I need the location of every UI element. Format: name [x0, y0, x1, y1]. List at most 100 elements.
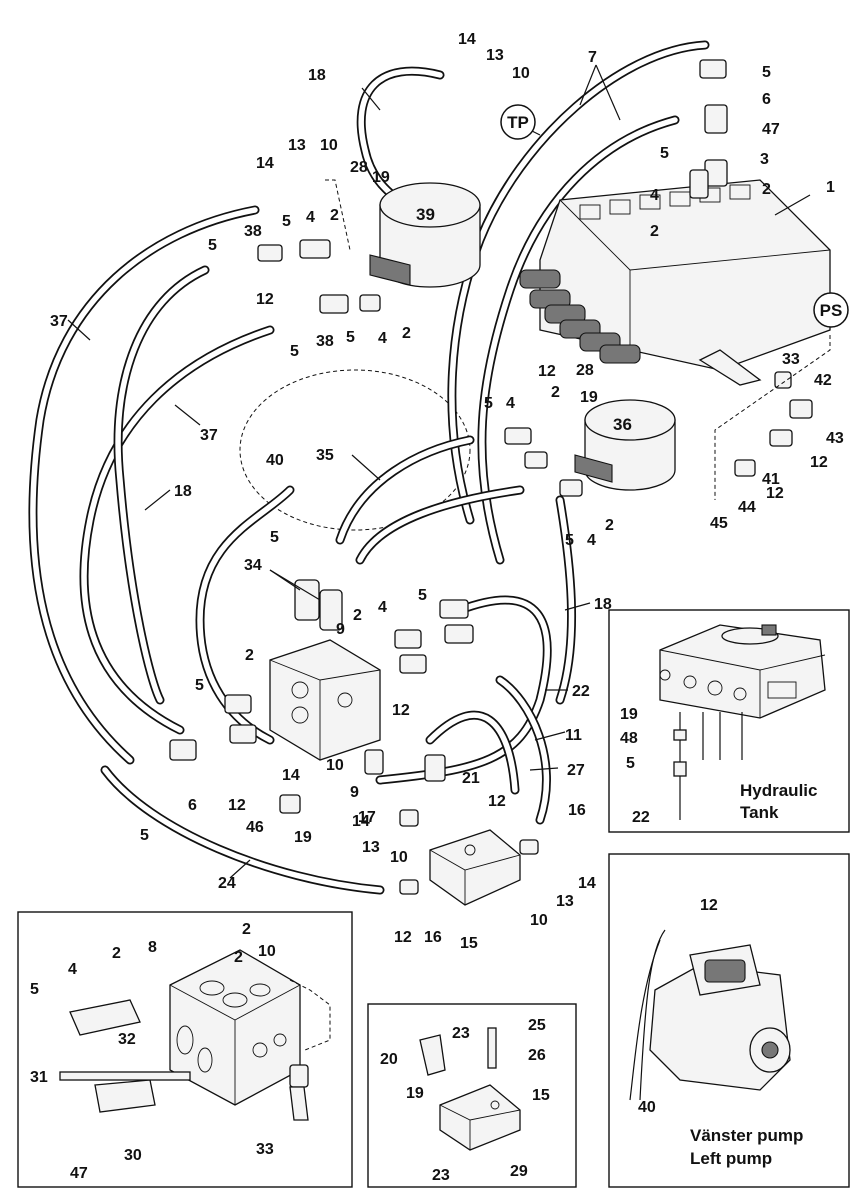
callout-13: 13	[486, 47, 504, 64]
ps-marker: PS	[813, 292, 849, 328]
callout-4: 4	[650, 187, 659, 204]
callout-6: 6	[188, 797, 197, 814]
distribution-manifold	[269, 639, 381, 761]
callout-12: 12	[394, 929, 412, 946]
callout-35: 35	[316, 447, 334, 464]
callout-27: 27	[567, 762, 585, 779]
callout-9: 9	[350, 784, 359, 801]
inset-block-8: 8 4 2 2 2 10 5 32 31 30 47 33	[17, 911, 353, 1188]
callout-12: 12	[488, 793, 506, 810]
callout-38: 38	[316, 333, 334, 350]
block-callout-8: 8	[148, 939, 157, 956]
callout-28: 28	[350, 159, 368, 176]
callout-16: 16	[568, 802, 586, 819]
callout-19: 19	[580, 389, 598, 406]
inset-hydraulic-tank: 19 48 5 22 Hydraulic Tank	[608, 609, 850, 833]
callout-43: 43	[826, 430, 844, 447]
callout-10: 10	[390, 849, 408, 866]
callout-46: 46	[246, 819, 264, 836]
small-block-callout-25: 25	[528, 1017, 546, 1034]
callout-2: 2	[245, 647, 254, 664]
small-block-callout-29: 29	[510, 1163, 528, 1180]
callout-39: 39	[416, 205, 435, 224]
callout-9: 9	[336, 621, 345, 638]
callout-7: 7	[588, 49, 597, 66]
callout-4: 4	[306, 209, 315, 226]
callout-10: 10	[530, 912, 548, 929]
callout-5: 5	[282, 213, 291, 230]
valve-block-15	[429, 829, 521, 906]
tank-caption-line2: Tank	[740, 803, 779, 822]
callout-5: 5	[762, 64, 771, 81]
pump-callout-12: 12	[700, 897, 718, 914]
block-callout-30: 30	[124, 1147, 142, 1164]
callout-36: 36	[613, 415, 632, 434]
callout-17: 17	[358, 809, 376, 826]
callout-16: 16	[424, 929, 442, 946]
callout-40: 40	[266, 452, 284, 469]
block-callout-2b: 2	[242, 921, 251, 938]
block-callout-32: 32	[118, 1031, 136, 1048]
callout-5: 5	[484, 395, 493, 412]
callout-5: 5	[290, 343, 299, 360]
rotary-unit-36	[574, 399, 676, 491]
rotary-unit-39	[369, 182, 481, 288]
tank-callout-22: 22	[632, 809, 650, 826]
callout-18: 18	[174, 483, 192, 500]
callout-19: 19	[372, 169, 390, 186]
callout-41: 41	[762, 471, 780, 488]
callout-45: 45	[710, 515, 728, 532]
block-callout-33: 33	[256, 1141, 274, 1158]
callout-2: 2	[605, 517, 614, 534]
callout-34: 34	[244, 557, 262, 574]
hoses	[28, 40, 710, 895]
callout-12: 12	[538, 363, 556, 380]
callout-14: 14	[282, 767, 300, 784]
pump-caption-line1: Vänster pump	[690, 1126, 803, 1145]
callout-37: 37	[50, 313, 68, 330]
tank-callout-5: 5	[626, 755, 635, 772]
callout-4: 4	[378, 599, 387, 616]
callout-4: 4	[378, 330, 387, 347]
leader-lines	[67, 64, 811, 879]
callout-14: 14	[458, 31, 476, 48]
block-callout-5: 5	[30, 981, 39, 998]
callout-28: 28	[576, 362, 594, 379]
callout-12: 12	[766, 485, 784, 502]
callout-10: 10	[326, 757, 344, 774]
callout-10: 10	[320, 137, 338, 154]
callout-12: 12	[392, 702, 410, 719]
callout-2: 2	[762, 181, 771, 198]
callout-1: 1	[826, 179, 835, 196]
callout-22: 22	[572, 683, 590, 700]
callout-19: 19	[294, 829, 312, 846]
callout-13: 13	[288, 137, 306, 154]
callout-21: 21	[462, 770, 480, 787]
callout-4: 4	[587, 532, 596, 549]
pump-callout-40: 40	[638, 1099, 656, 1116]
callout-44: 44	[738, 499, 756, 516]
callout-11: 11	[565, 727, 582, 744]
callout-47: 47	[762, 121, 780, 138]
callout-5: 5	[195, 677, 204, 694]
callout-15: 15	[460, 935, 478, 952]
callout-5: 5	[346, 329, 355, 346]
small-block-callout-15: 15	[532, 1087, 550, 1104]
callout-2: 2	[551, 384, 560, 401]
inset-small-block-15: 25 23 20 26 19 15 23 29	[367, 1003, 577, 1188]
callout-5: 5	[208, 237, 217, 254]
callout-5: 5	[140, 827, 149, 844]
block-callout-4: 4	[68, 961, 77, 978]
tp-label: TP	[507, 113, 529, 132]
callout-33: 33	[782, 351, 800, 368]
block-callout-10: 10	[258, 943, 276, 960]
small-block-callout-26: 26	[528, 1047, 546, 1064]
callout-12: 12	[810, 454, 828, 471]
callout-18: 18	[594, 596, 612, 613]
callout-13: 13	[362, 839, 380, 856]
callout-4: 4	[506, 395, 515, 412]
callout-5: 5	[270, 529, 279, 546]
callout-12: 12	[228, 797, 246, 814]
tank-callout-48: 48	[620, 730, 638, 747]
